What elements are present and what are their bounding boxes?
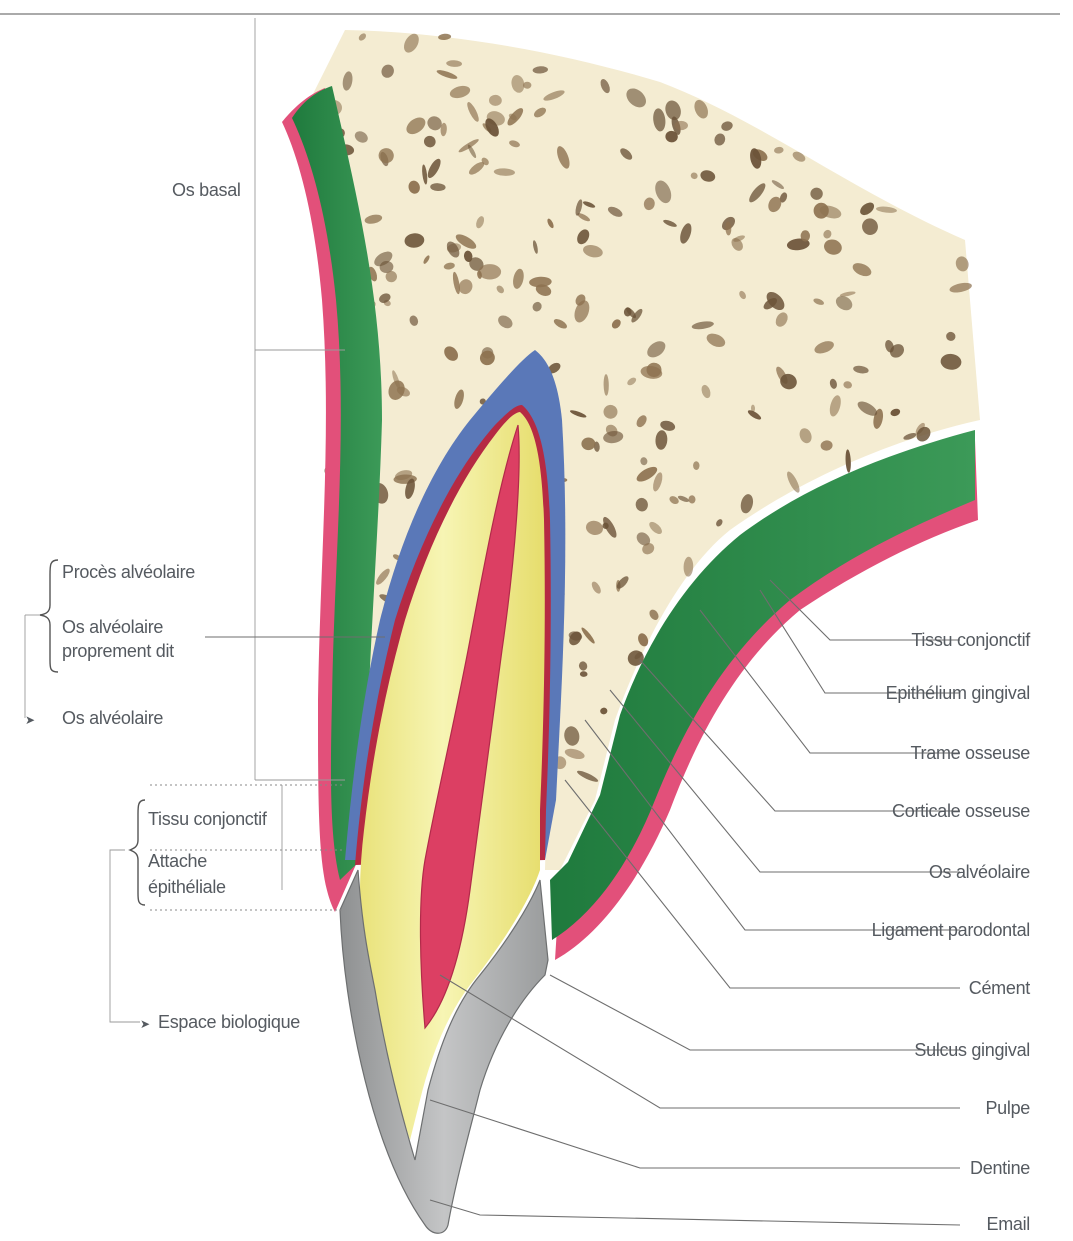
label-attache-line2: épithéliale — [148, 877, 226, 897]
label-os-alveolaire-proprement-line1: Os alvéolaire — [62, 617, 163, 637]
label-os-basal: Os basal — [172, 180, 241, 200]
label-os-alveolaire-left: Os alvéolaire — [62, 708, 163, 728]
arrow-espace-biologique: ➤ — [140, 1017, 150, 1031]
label-dentine: Dentine — [970, 1158, 1030, 1178]
label-epithelium-gingival: Epithélium gingival — [886, 683, 1030, 703]
label-trame-osseuse: Trame osseuse — [911, 743, 1031, 763]
label-espace-biologique: Espace biologique — [158, 1012, 300, 1032]
left-labels: Os basal Procès alvéolaire Os alvéolaire… — [62, 180, 300, 1032]
label-sulcus-gingival: Sulcus gingival — [914, 1040, 1030, 1060]
brace-biological-space — [130, 800, 145, 905]
label-email: Email — [986, 1214, 1030, 1234]
trabecular-spot — [801, 230, 810, 241]
trabecular-spot — [581, 438, 595, 451]
label-ligament-parodontal: Ligament parodontal — [872, 920, 1030, 940]
label-tissu-conjonctif: Tissu conjonctif — [911, 630, 1031, 650]
right-labels: Tissu conjonctif Epithélium gingival Tra… — [872, 630, 1032, 1234]
label-os-alveolaire-right: Os alvéolaire — [929, 862, 1030, 882]
arrow-os-alveolaire: ➤ — [25, 713, 35, 727]
trabecular-spot — [479, 264, 502, 279]
label-tissu-conjonctif-left: Tissu conjonctif — [148, 809, 268, 829]
label-pulpe: Pulpe — [985, 1098, 1030, 1118]
label-corticale-osseuse: Corticale osseuse — [892, 801, 1030, 821]
label-cement: Cément — [969, 978, 1031, 998]
label-proces-alveolaire: Procès alvéolaire — [62, 562, 195, 582]
brace-alveolar — [40, 560, 58, 672]
label-os-alveolaire-proprement-line2: proprement dit — [62, 641, 174, 661]
trabecular-spot — [674, 121, 688, 130]
label-attache-line1: Attache — [148, 851, 207, 871]
